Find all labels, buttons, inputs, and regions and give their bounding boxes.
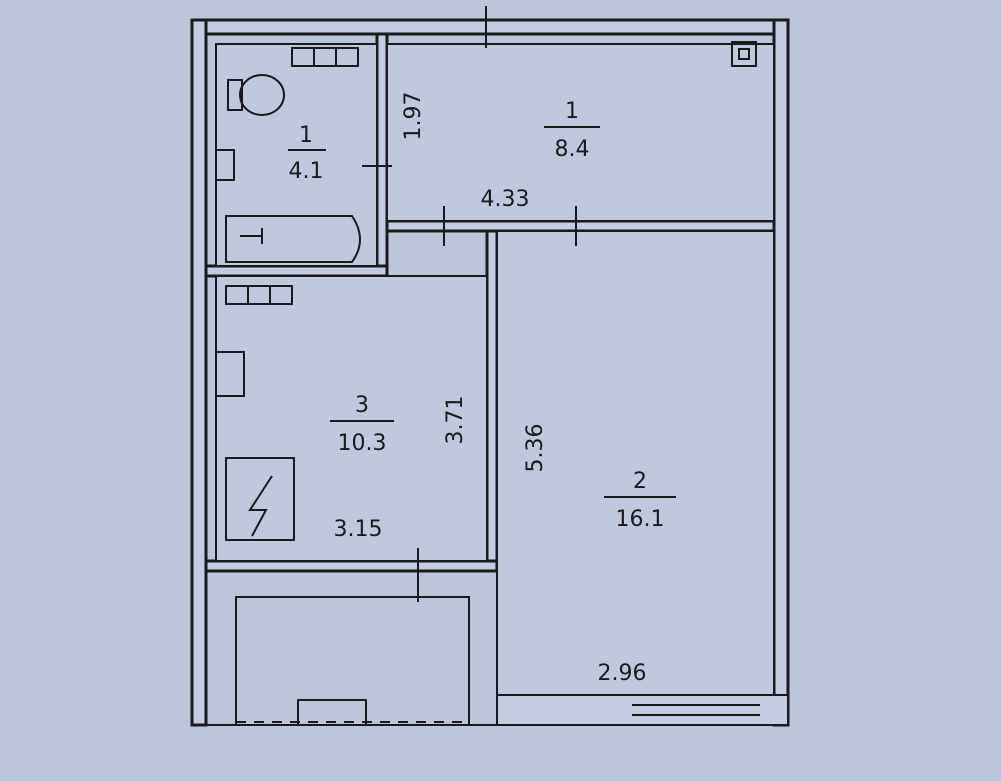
room-2-area — [496, 230, 775, 696]
room-4-area — [215, 43, 378, 267]
dim-kitchen-height: 3.71 — [443, 396, 468, 445]
room-3-number: 3 — [355, 393, 369, 418]
dim-bath-height: 1.97 — [401, 92, 426, 141]
bathtub-icon — [225, 215, 361, 263]
wall-hall-bottom — [385, 219, 776, 233]
room-1-area-label: 8.4 — [555, 137, 590, 162]
room-4-area-label: 4.1 — [289, 159, 324, 184]
room-3-area — [215, 275, 488, 562]
stove-lightning-icon — [248, 475, 273, 537]
room-2-area-label: 16.1 — [616, 507, 665, 532]
room-1-area — [386, 43, 775, 222]
room-1-number: 1 — [565, 99, 579, 124]
outer-wall-left — [190, 18, 208, 727]
heater-kitchen-icon — [225, 285, 293, 305]
wall-kitchen-right — [485, 229, 499, 563]
rooms-fill — [215, 43, 775, 696]
room2-bottom-wall — [496, 694, 789, 726]
stove-icon — [225, 457, 295, 541]
dim-room2-height: 5.36 — [523, 424, 548, 473]
balcony — [205, 570, 498, 726]
outer-wall-top — [190, 18, 790, 36]
wall-bath-right — [375, 32, 389, 272]
window-room2-bottom — [496, 694, 789, 726]
heater-bath-icon — [291, 47, 359, 67]
fixtures — [215, 6, 757, 602]
toilet-tank-icon — [227, 79, 243, 111]
vent-icon — [731, 41, 757, 67]
toilet-bowl-icon — [239, 74, 285, 116]
balcony-door — [297, 699, 367, 726]
dim-room2-width: 2.96 — [598, 661, 647, 686]
room-2-number: 2 — [633, 469, 647, 494]
sink-kitchen-icon — [215, 351, 245, 397]
sink-bath-icon — [215, 149, 235, 181]
outer-wall-right — [772, 18, 790, 727]
labels: 1 4.1 1 8.4 3 10.3 2 16.1 1.97 4.33 3.71… — [288, 92, 676, 686]
wall-bath-bottom — [204, 264, 389, 278]
vent-inner-icon — [738, 48, 750, 60]
wall-kitchen-bottom — [204, 559, 499, 573]
room-3-area-label: 10.3 — [338, 431, 387, 456]
dim-hall-width: 4.33 — [481, 187, 530, 212]
dim-kitchen-width: 3.15 — [334, 517, 383, 542]
room-4-number: 1 — [299, 123, 313, 148]
